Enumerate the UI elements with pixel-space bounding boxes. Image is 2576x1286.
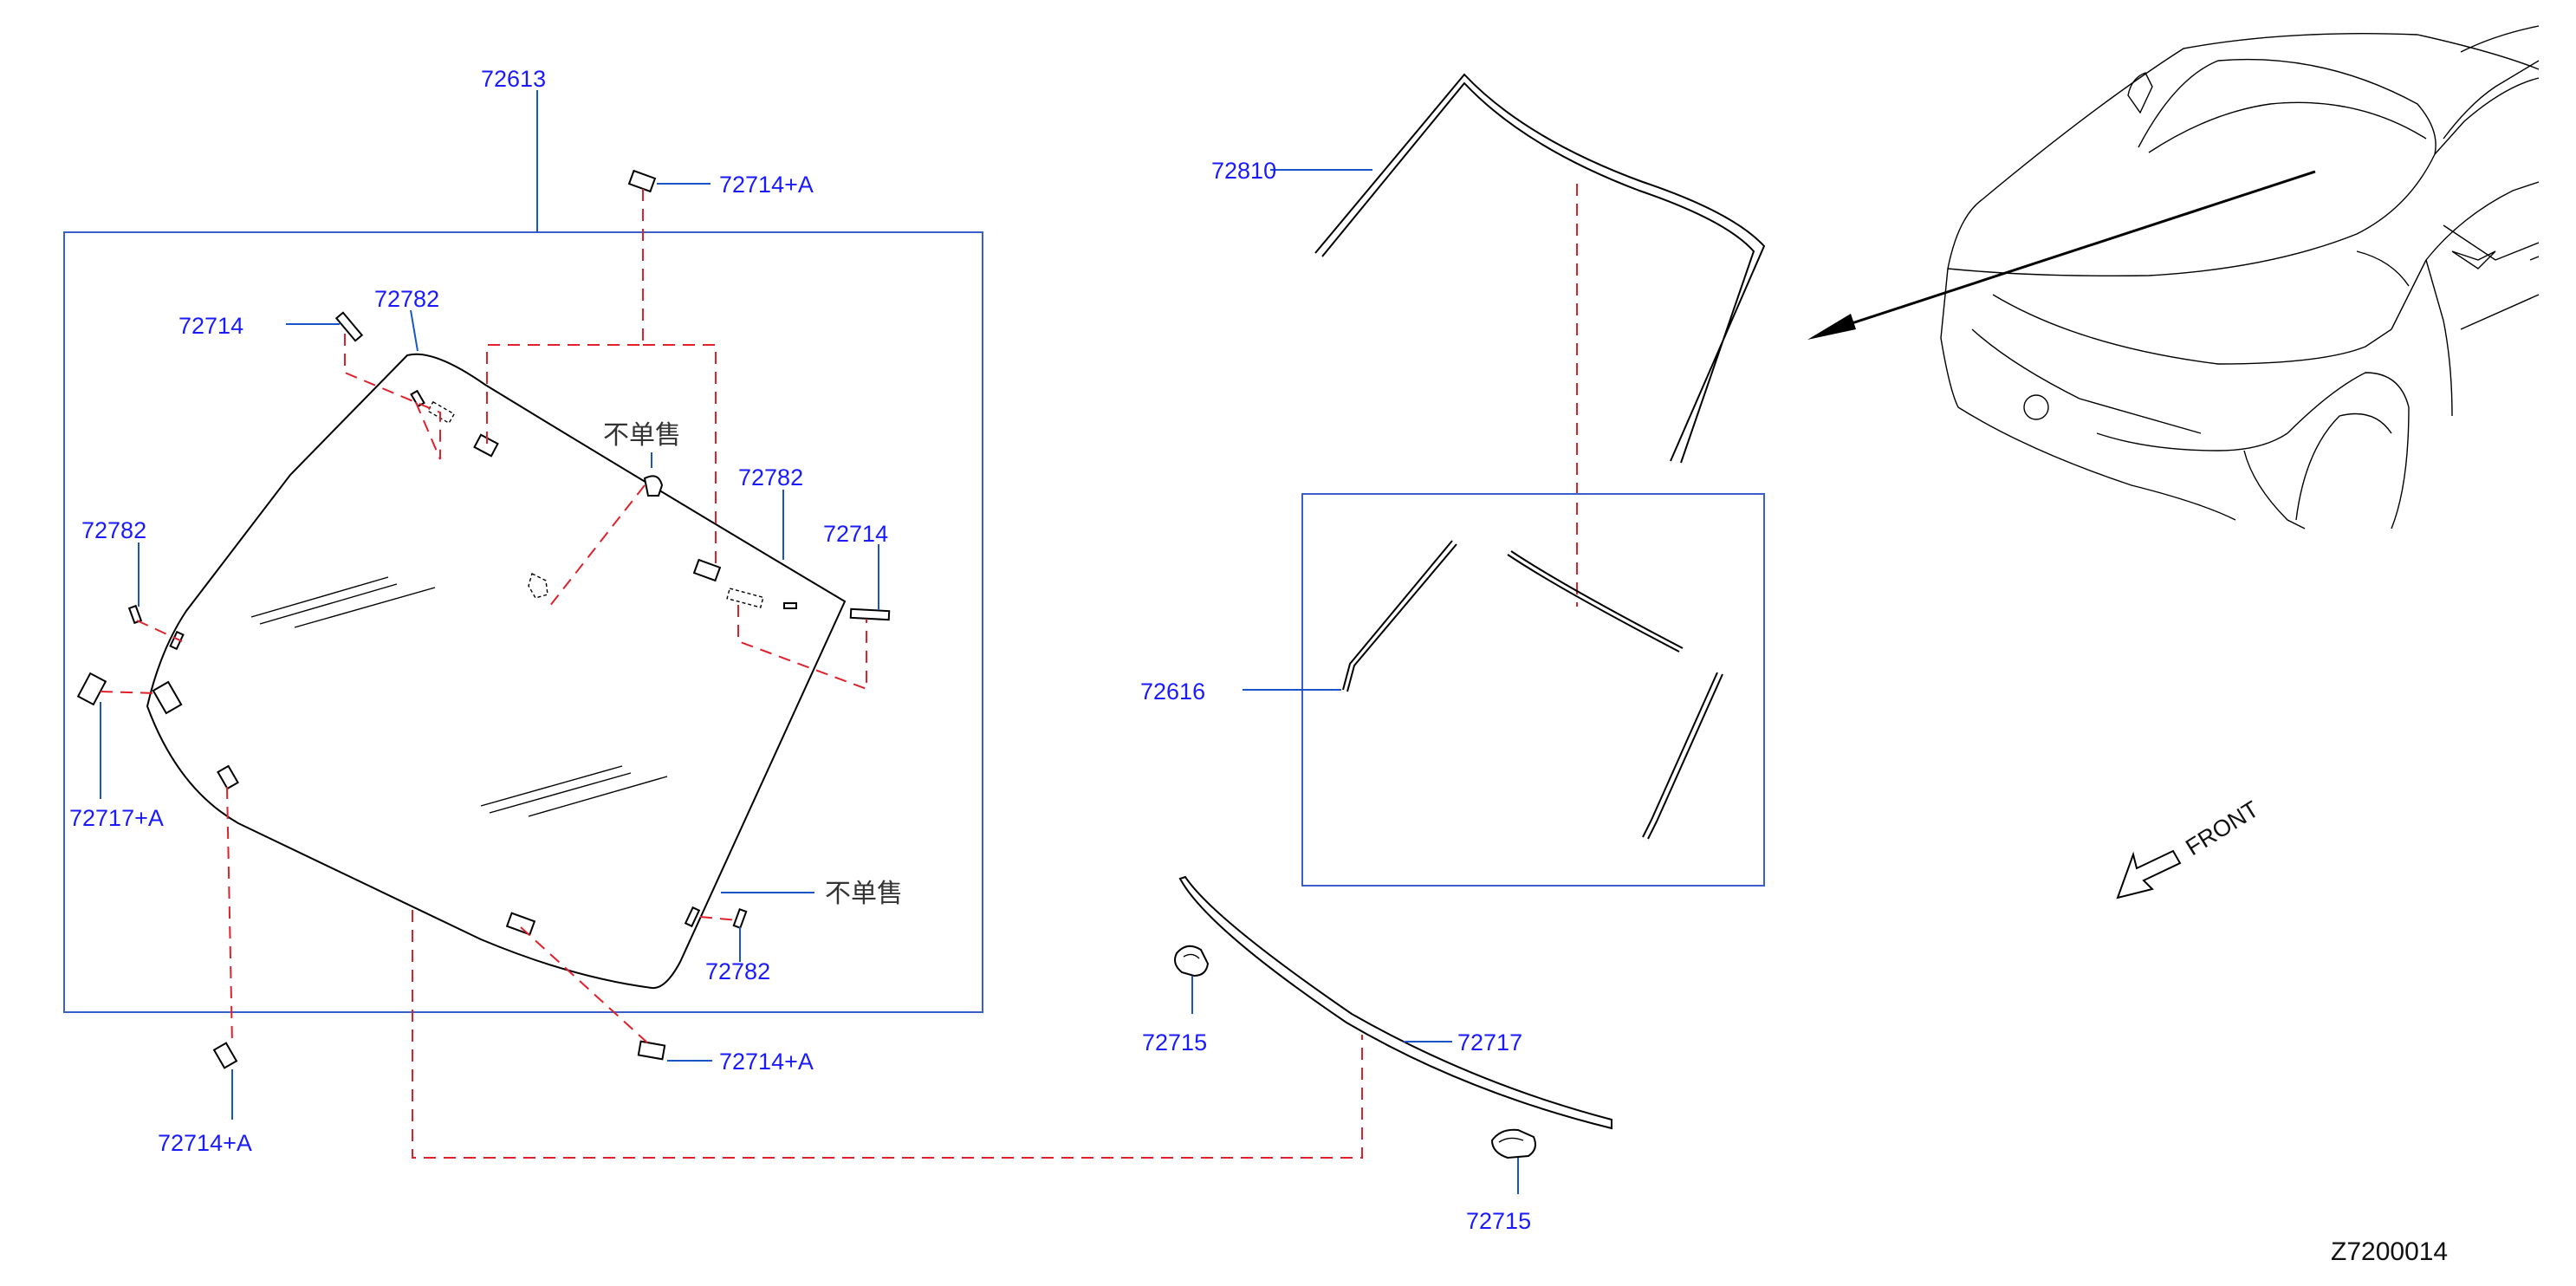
label-72715-b[interactable]: 72715 bbox=[1466, 1208, 1531, 1234]
label-72715-a[interactable]: 72715 bbox=[1142, 1029, 1207, 1055]
windshield-assembly: 72613 bbox=[63, 66, 1363, 1159]
clip-right-part bbox=[849, 607, 891, 621]
label-72782-left[interactable]: 72782 bbox=[81, 517, 146, 543]
label-72714A-top[interactable]: 72714+A bbox=[719, 172, 814, 198]
label-72782-top[interactable]: 72782 bbox=[374, 286, 439, 312]
clip-left-part bbox=[334, 311, 364, 342]
label-72810[interactable]: 72810 bbox=[1211, 158, 1276, 184]
molding-set-frame bbox=[1301, 493, 1765, 887]
clip-bottom-part bbox=[637, 1040, 666, 1061]
label-72714A-bottom-left[interactable]: 72714+A bbox=[158, 1130, 252, 1156]
molding-set-group: 72616 bbox=[1140, 493, 1765, 887]
label-72616[interactable]: 72616 bbox=[1140, 679, 1205, 705]
glass-clips bbox=[152, 389, 797, 936]
clip-bottom-left-part bbox=[212, 1042, 238, 1069]
label-72613[interactable]: 72613 bbox=[481, 66, 546, 92]
upper-molding-group: 72810 bbox=[1211, 73, 1766, 607]
label-72717[interactable]: 72717 bbox=[1457, 1029, 1522, 1055]
not-sold-top: 不单售 bbox=[603, 420, 681, 451]
fastener-left-part bbox=[76, 672, 107, 706]
front-arrow-icon bbox=[2116, 849, 2182, 900]
front-label: FRONT bbox=[2181, 796, 2263, 861]
car-illustration bbox=[1940, 25, 2540, 529]
windshield-frame bbox=[63, 231, 983, 1013]
label-72714-right[interactable]: 72714 bbox=[823, 521, 888, 547]
label-72714-left[interactable]: 72714 bbox=[178, 313, 243, 339]
glass-reflection-marks bbox=[250, 576, 668, 817]
label-72782-bottom[interactable]: 72782 bbox=[705, 958, 770, 984]
label-72717A-left[interactable]: 72717+A bbox=[69, 805, 164, 831]
lower-molding bbox=[1178, 875, 1612, 1130]
lower-clip-a-part bbox=[1174, 945, 1210, 977]
view-arrow bbox=[1807, 170, 2316, 340]
lower-clip-b-part bbox=[1490, 1128, 1536, 1159]
clip-top-part bbox=[627, 169, 657, 193]
drawing-code: Z7200014 bbox=[2331, 1237, 2448, 1266]
front-indicator: FRONT bbox=[2116, 796, 2263, 900]
label-72782-right[interactable]: 72782 bbox=[738, 464, 803, 490]
windshield-glass-outline bbox=[146, 353, 847, 990]
label-72714A-bottom[interactable]: 72714+A bbox=[719, 1049, 814, 1075]
lower-molding-group: 72717 72715 72715 bbox=[1142, 875, 1612, 1234]
upper-molding bbox=[1314, 73, 1766, 464]
not-sold-right: 不单售 bbox=[825, 879, 903, 909]
dashed-links-glass bbox=[100, 189, 1363, 1159]
